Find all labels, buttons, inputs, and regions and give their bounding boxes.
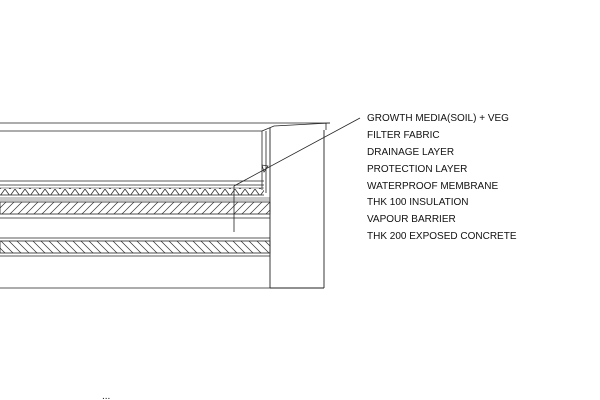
label-protection-layer: PROTECTION LAYER [367,164,467,175]
label-exposed-concrete: THK 200 EXPOSED CONCRETE [367,231,517,242]
insulation-band [0,201,271,215]
label-vapour-barrier: VAPOUR BARRIER [367,214,456,225]
planter-coping [0,122,331,132]
layer-labels: GROWTH MEDIA(SOIL) + VEG FILTER FABRIC D… [367,113,517,242]
label-drainage-layer: DRAINAGE LAYER [367,147,454,158]
label-insulation: THK 100 INSULATION [367,197,469,208]
concrete-slab [0,237,271,257]
annotation-leader-lines [233,117,361,232]
label-filter-fabric: FILTER FABRIC [367,130,440,141]
label-growth-media: GROWTH MEDIA(SOIL) + VEG [367,113,509,124]
drainage-layer-band [0,184,264,196]
membrane-layer-lines [0,197,270,201]
planter-wall [0,128,325,289]
footer-ellipsis-mark: ... [102,391,110,400]
label-waterproof-membrane: WATERPROOF MEMBRANE [367,181,498,192]
